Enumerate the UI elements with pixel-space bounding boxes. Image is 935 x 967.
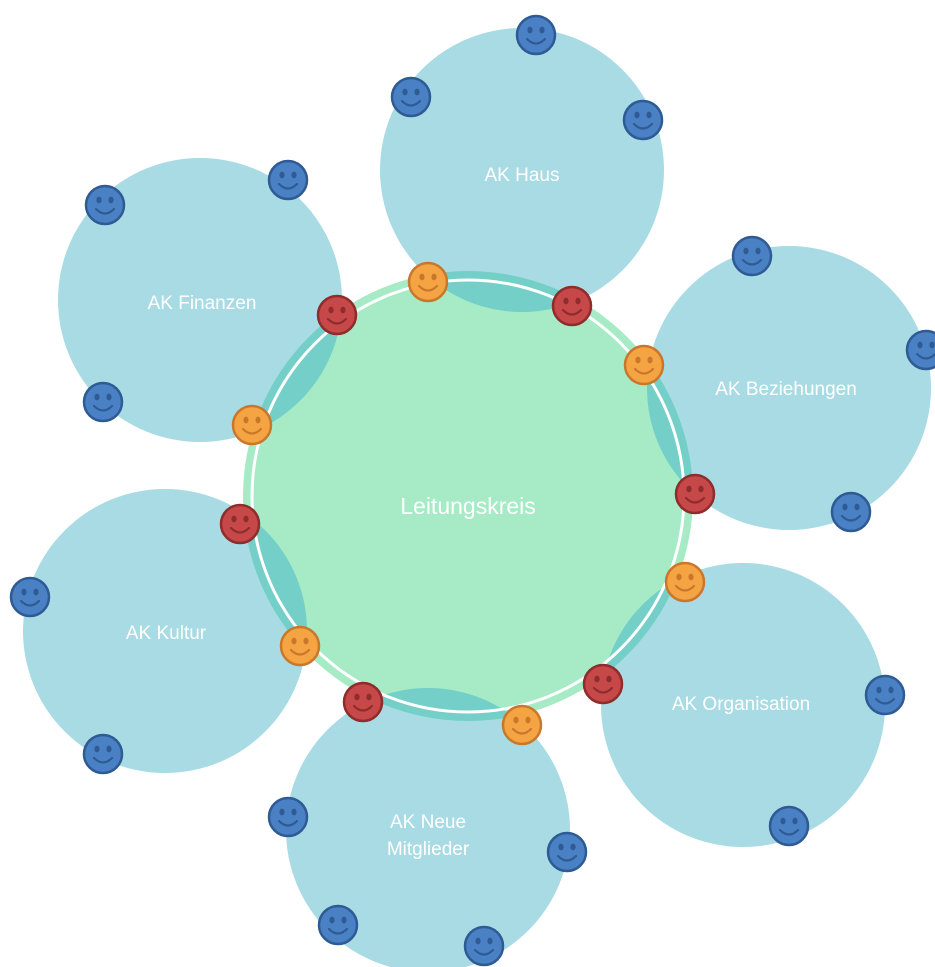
center-label: Leitungskreis [400, 493, 536, 519]
circle-ak-neue-mitglieder [286, 688, 570, 967]
member-smiley-icon [622, 99, 664, 141]
member-smiley-icon [82, 381, 124, 423]
member-smiley-icon [84, 184, 126, 226]
label-ak-neue: AK Neue [390, 812, 466, 833]
member-smiley-icon [515, 14, 557, 56]
label-mitglieder: Mitglieder [387, 839, 470, 860]
member-smiley-icon [768, 805, 810, 847]
circle-ak-beziehungen [647, 246, 931, 530]
label-ak-kultur: AK Kultur [126, 623, 207, 644]
circle-ak-kultur [23, 489, 307, 773]
link-smiley-icon-red [342, 681, 384, 723]
outer-circles [23, 28, 931, 967]
circle-ak-finanzen [58, 158, 342, 442]
label-ak-haus: AK Haus [485, 165, 560, 186]
link-smiley-icon-red [316, 294, 358, 336]
member-smiley-icon [267, 159, 309, 201]
circle-leitungskreis [243, 271, 693, 721]
label-ak-beziehungen: AK Beziehungen [715, 379, 857, 400]
member-smiley-icon [9, 576, 51, 618]
link-smiley-icon-orange [501, 704, 543, 746]
circle-ak-haus [380, 28, 664, 312]
link-smiley-icon-orange [407, 261, 449, 303]
link-icons [219, 261, 716, 746]
circle-ak-organisation [601, 563, 885, 847]
member-smiley-icon [864, 674, 906, 716]
member-smiley-icon [317, 904, 359, 946]
member-smiley-icon [546, 831, 588, 873]
label-ak-organisation: AK Organisation [672, 694, 810, 715]
member-smiley-icon [905, 329, 935, 371]
member-smiley-icon [463, 925, 505, 967]
link-smiley-icon-red [551, 285, 593, 327]
link-smiley-icon-orange [623, 344, 665, 386]
member-icons [9, 14, 935, 967]
link-smiley-icon-red [219, 503, 261, 545]
member-smiley-icon [82, 733, 124, 775]
link-smiley-icon-orange [664, 561, 706, 603]
link-smiley-icon-red [582, 663, 624, 705]
member-smiley-icon [390, 76, 432, 118]
link-smiley-icon-orange [231, 404, 273, 446]
link-smiley-icon-red [674, 473, 716, 515]
label-ak-finanzen: AK Finanzen [148, 293, 257, 314]
member-smiley-icon [267, 796, 309, 838]
member-smiley-icon [830, 491, 872, 533]
member-smiley-icon [731, 235, 773, 277]
link-smiley-icon-orange [279, 625, 321, 667]
